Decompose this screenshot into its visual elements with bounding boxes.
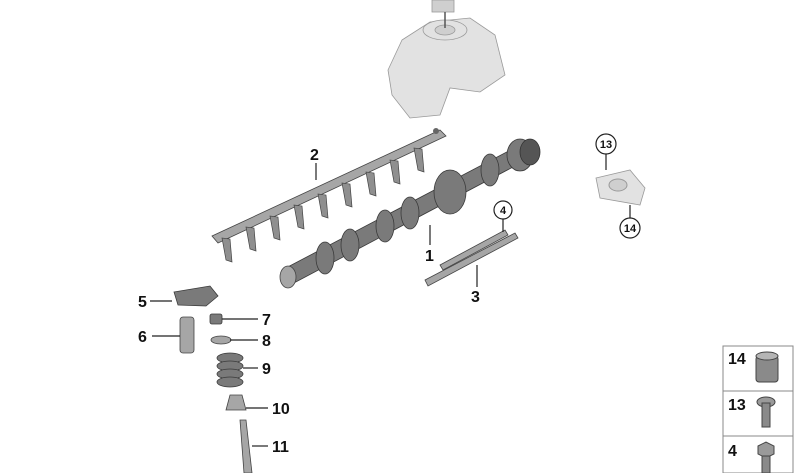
svg-text:13: 13 <box>728 397 746 414</box>
callout-4: 4 <box>493 200 513 220</box>
roller-finger-follower[interactable] <box>173 285 219 307</box>
callout-11: 11 <box>272 439 289 456</box>
legend-panel: 14 13 4 <box>722 345 794 473</box>
hydraulic-lash-adjuster[interactable] <box>179 316 195 354</box>
hex-bolt-icon <box>757 441 775 473</box>
callout-10: 10 <box>272 401 290 418</box>
legend-row-13: 13 <box>722 390 794 437</box>
callout-13: 13 <box>595 133 617 155</box>
svg-text:4: 4 <box>728 443 737 460</box>
valve-spring[interactable] <box>216 352 244 388</box>
legend-row-14: 14 <box>722 345 794 392</box>
svg-text:14: 14 <box>728 351 746 368</box>
ghost-bearing-bracket <box>387 0 506 119</box>
legend-row-4: 4 <box>722 435 794 473</box>
valve-cotter[interactable] <box>209 313 223 325</box>
callout-9: 9 <box>262 361 271 378</box>
oil-spray-bar[interactable] <box>424 229 519 287</box>
valve[interactable] <box>239 419 253 473</box>
callout-1: 1 <box>425 248 434 265</box>
callout-8: 8 <box>262 333 271 350</box>
callout-7: 7 <box>262 312 271 329</box>
torx-bolt-icon <box>756 396 776 428</box>
valve-spring-retainer[interactable] <box>210 335 232 345</box>
sleeve-bushing-icon <box>755 351 779 383</box>
sensor-rail[interactable] <box>211 128 447 263</box>
callout-6: 6 <box>138 329 147 346</box>
valve-stem-seal[interactable] <box>225 394 247 411</box>
svg-text:4: 4 <box>500 205 507 217</box>
svg-text:14: 14 <box>624 223 637 235</box>
svg-text:13: 13 <box>600 139 612 151</box>
leader-lines <box>150 153 631 447</box>
callout-2: 2 <box>310 147 319 164</box>
callout-14: 14 <box>619 217 641 239</box>
bearing-cap[interactable] <box>595 169 646 206</box>
callout-5: 5 <box>138 294 147 311</box>
camshaft[interactable] <box>279 138 541 289</box>
callout-3: 3 <box>471 289 480 306</box>
